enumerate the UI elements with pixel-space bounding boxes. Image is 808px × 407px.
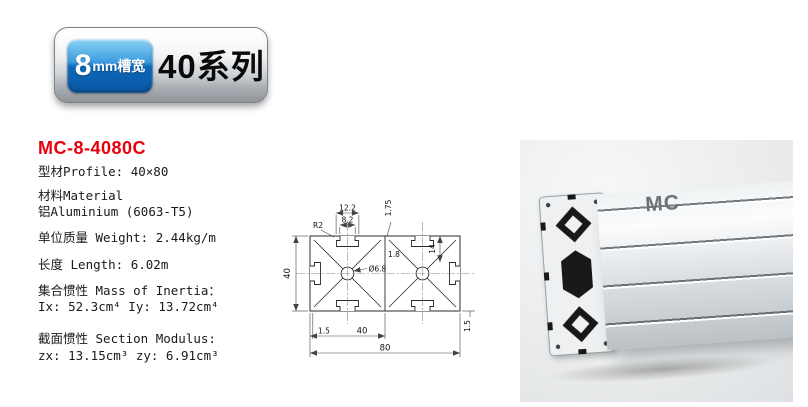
series-title: 40系列: [158, 48, 265, 86]
dim-web-thickness: 1.8: [388, 250, 400, 259]
slot-width-pill: 8 mm槽宽: [67, 39, 153, 93]
product-model: MC-8-4080C: [38, 138, 147, 158]
aluminium-profile-render: MC: [530, 167, 793, 373]
dim-slot-pitch: 12.2: [339, 204, 356, 213]
spec-line: 长度 Length: 6.02m: [38, 257, 169, 272]
spec-line: 材料Material: [38, 188, 124, 203]
centerlines: [296, 222, 476, 324]
series-badge: 8 mm槽宽 40系列: [54, 27, 268, 103]
spec-line: 集合惯性 Mass of Inertia：: [38, 283, 221, 298]
spec-list: 型材Profile: 40×80 材料Material 铝Aluminium (…: [38, 164, 273, 364]
spec-line: 型材Profile: 40×80: [38, 164, 169, 179]
dim-wall-left: 1.5: [318, 327, 330, 336]
dim-wall-bottom: 1.5: [463, 320, 472, 332]
dim-height: 40: [283, 268, 293, 279]
spec-line: 铝Aluminium (6063-T5): [38, 204, 194, 219]
dimension-labels: 12.2 8.2 1.75 R2 1.8 14 Ø6.8 40 1.5 40 8…: [283, 199, 472, 353]
dim-half-width: 40: [357, 327, 368, 337]
dim-slot-depth: 14: [428, 244, 437, 254]
dim-hole-dia: Ø6.8: [369, 265, 387, 274]
profile-body: MC: [596, 177, 793, 351]
product-photo: MC: [520, 140, 793, 402]
dimension-lines: [292, 210, 475, 357]
profile-brand-label: MC: [644, 190, 681, 217]
slot-width-number: 8: [74, 49, 92, 82]
dim-corner-radius: R2: [313, 221, 323, 230]
dim-slot-opening: 8.2: [342, 216, 354, 225]
spec-line: Ix: 52.3cm⁴ Iy: 13.72cm⁴: [38, 299, 219, 314]
section-drawing: 12.2 8.2 1.75 R2 1.8 14 Ø6.8 40 1.5 40 8…: [283, 199, 476, 357]
dim-full-width: 80: [380, 344, 391, 354]
spec-line: 截面惯性 Section Modulus:: [38, 331, 216, 346]
slot-width-label: mm槽宽: [92, 58, 146, 74]
dim-wall-top: 1.75: [384, 199, 393, 216]
spec-line: zx: 13.15cm³ zy: 6.91cm³: [38, 348, 219, 363]
end-face-cavities: [540, 194, 614, 355]
spec-line: 单位质量 Weight: 2.44kg/m: [38, 230, 216, 245]
